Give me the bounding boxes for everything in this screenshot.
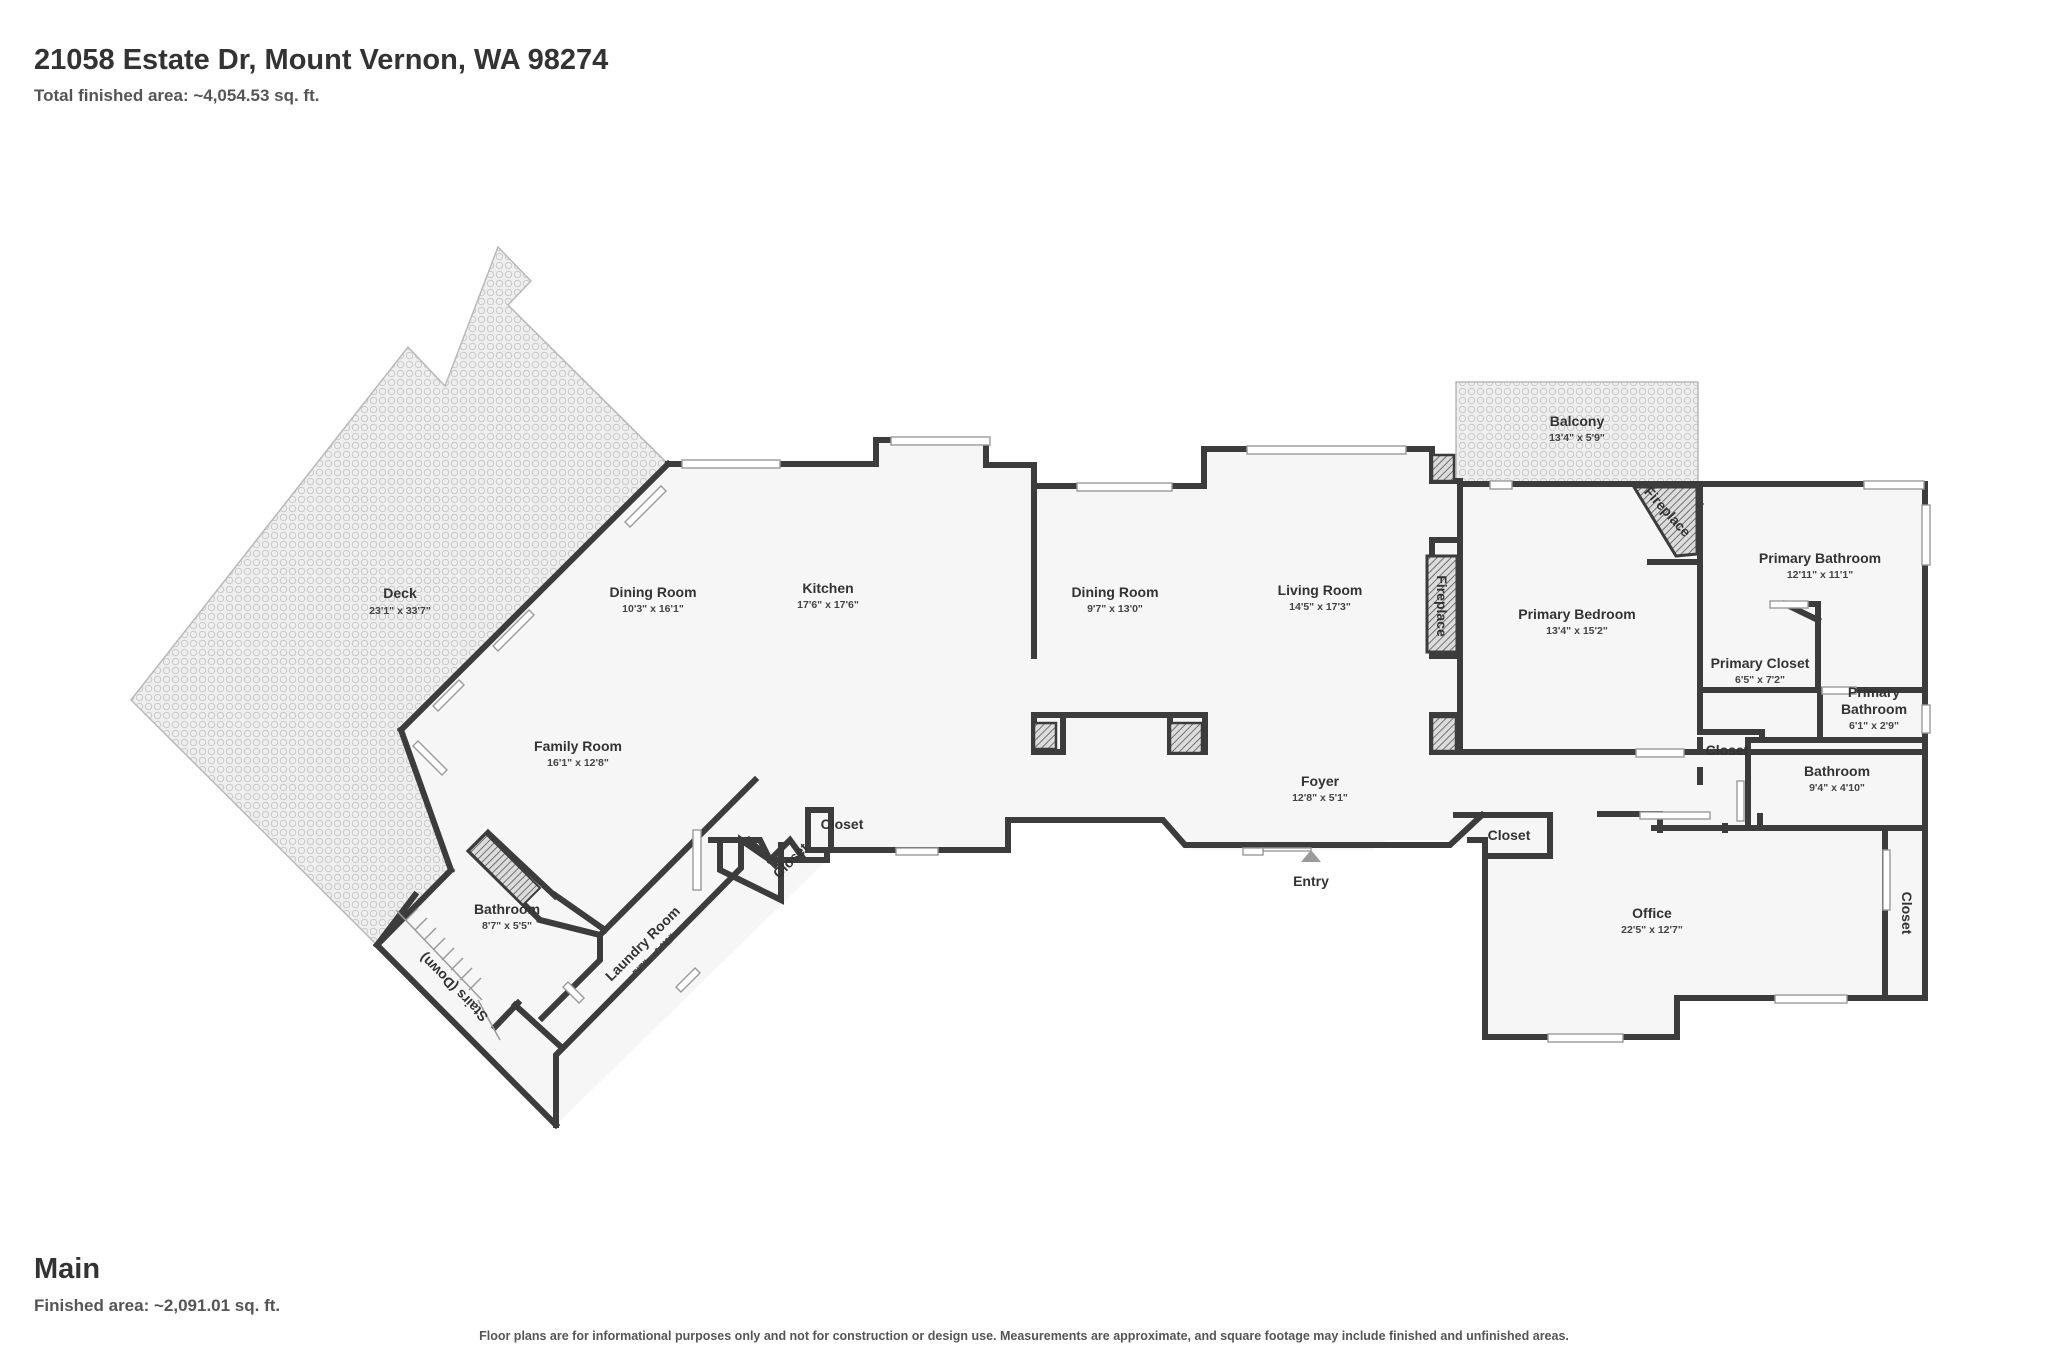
closet-hall-label: Closet — [1706, 742, 1749, 758]
fireplace-bedroom-hearth — [1631, 485, 1699, 558]
dining-room-west-name: Dining Room — [609, 584, 696, 600]
entry-label: Entry — [1293, 873, 1329, 889]
bathroom-west-name: Bathroom — [474, 901, 540, 917]
living-room-name: Living Room — [1278, 582, 1363, 598]
windows — [412, 436, 1931, 1043]
entry-arrow-icon — [1301, 850, 1321, 862]
foyer-dims: 12'8" x 5'1" — [1292, 792, 1348, 804]
office-dims: 22'5" x 12'7" — [1621, 924, 1683, 936]
dining-room-west-dims: 10'3" x 16'1" — [622, 603, 684, 615]
total-finished-area: Total finished area: ~4,054.53 sq. ft. — [34, 86, 320, 105]
floor-name: Main — [34, 1253, 101, 1285]
primary-closet-dims: 6'5" x 7'2" — [1735, 674, 1785, 686]
deck-name: Deck — [383, 585, 417, 601]
foyer-name: Foyer — [1301, 773, 1340, 789]
balcony-name: Balcony — [1550, 413, 1605, 429]
balcony-dims: 13'4" x 5'9" — [1549, 432, 1605, 444]
interior-floor — [377, 440, 1925, 1125]
primary-bathroom-small-name-2: Bathroom — [1841, 701, 1907, 717]
stairs-steps — [395, 907, 501, 1041]
bathroom-east-dims: 9'4" x 4'10" — [1809, 782, 1865, 794]
primary-bathroom-small-dims: 6'1" x 2'9" — [1849, 720, 1899, 732]
primary-bathroom-dims: 12'11" x 11'1" — [1787, 569, 1853, 581]
primary-closet-name: Primary Closet — [1711, 655, 1810, 671]
primary-bathroom-small-name-1: Primary — [1848, 684, 1900, 700]
fireplace-living-label: Fireplace — [1434, 575, 1450, 637]
bathroom-west-dims: 8'7" x 5'5" — [482, 920, 532, 932]
kitchen-dims: 17'6" x 17'6" — [797, 599, 859, 611]
closet-kitchen-label: Closet — [821, 816, 864, 832]
fireplace-living-hearth — [1425, 554, 1459, 654]
closet-office-label: Closet — [1899, 892, 1915, 935]
office-name: Office — [1632, 905, 1672, 921]
bathroom-east-name: Bathroom — [1804, 763, 1870, 779]
deck-dims: 23'1" x 33'7" — [369, 605, 431, 617]
primary-bedroom-dims: 13'4" x 15'2" — [1546, 625, 1608, 637]
primary-bedroom-name: Primary Bedroom — [1518, 606, 1635, 622]
dining-room-east-name: Dining Room — [1071, 584, 1158, 600]
family-room-dims: 16'1" x 12'8" — [547, 757, 609, 769]
hatched-elements — [467, 453, 1699, 907]
floor-finished-area: Finished area: ~2,091.01 sq. ft. — [34, 1296, 281, 1315]
dining-room-east-dims: 9'7" x 13'0" — [1087, 603, 1143, 615]
primary-bathroom-name: Primary Bathroom — [1759, 550, 1881, 566]
disclaimer-text: Floor plans are for informational purpos… — [479, 1329, 1569, 1343]
family-room-name: Family Room — [534, 738, 622, 754]
balcony-area — [1455, 381, 1699, 485]
closet-entry-label: Closet — [1488, 827, 1531, 843]
kitchen-name: Kitchen — [802, 580, 853, 596]
address-title: 21058 Estate Dr, Mount Vernon, WA 98274 — [34, 44, 609, 76]
living-room-dims: 14'5" x 17'3" — [1289, 601, 1351, 613]
